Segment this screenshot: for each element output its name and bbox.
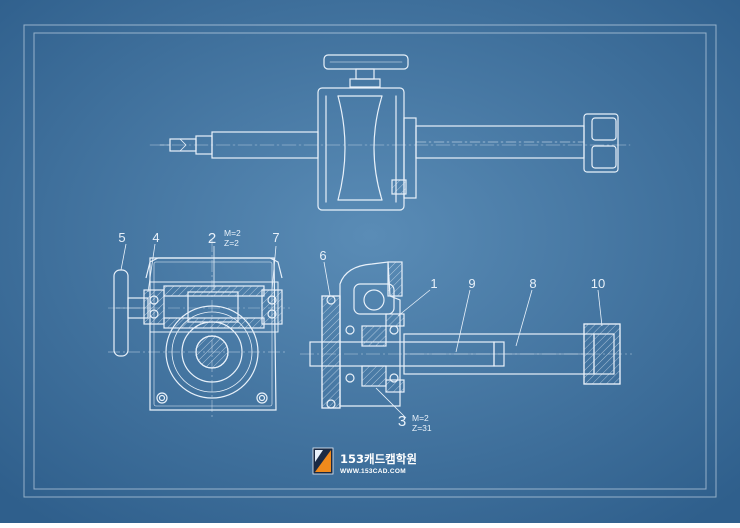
- section-view: [300, 261, 632, 409]
- label-part-2: 2: [208, 230, 216, 247]
- brand-name: 153캐드캠학원: [340, 452, 417, 466]
- label-part-10: 10: [591, 276, 605, 291]
- label-part-3-z: Z=31: [412, 423, 432, 433]
- leader-lines: [120, 243, 603, 419]
- brand-url: WWW.153CAD.COM: [340, 468, 406, 475]
- label-part-6: 6: [319, 248, 326, 263]
- label-part-8: 8: [529, 276, 536, 291]
- label-part-4: 4: [152, 230, 159, 245]
- label-part-5: 5: [118, 230, 125, 245]
- brand-logo: [312, 447, 334, 475]
- label-part-3-m: M=2: [412, 413, 429, 423]
- drawing-frame: [23, 24, 717, 498]
- label-part-2-m: M=2: [224, 228, 241, 238]
- label-part-7: 7: [272, 230, 279, 245]
- label-part-3: 3: [398, 413, 406, 430]
- top-view: [149, 54, 631, 211]
- label-part-1: 1: [430, 276, 437, 291]
- label-part-2-z: Z=2: [224, 238, 239, 248]
- label-part-9: 9: [468, 276, 475, 291]
